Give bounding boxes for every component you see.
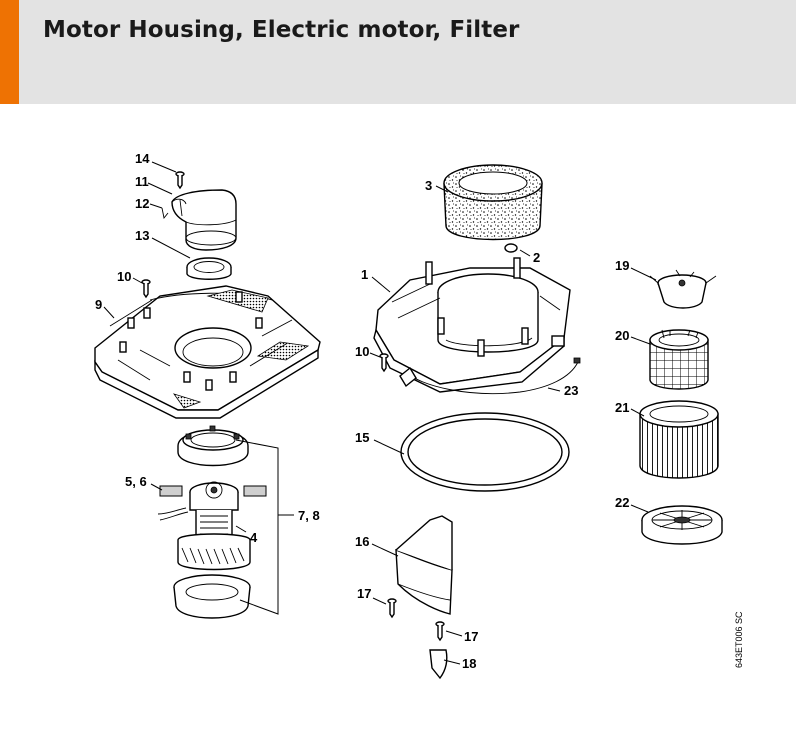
- callout-15: 15: [355, 430, 369, 445]
- part-10-screw-left: [141, 279, 151, 299]
- part-15-gasket: [400, 412, 570, 492]
- callout-4: 4: [250, 530, 258, 545]
- callout-19: 19: [615, 258, 629, 273]
- callout-7-8: 7, 8: [298, 508, 320, 523]
- drawing-code: 643ET006 SC: [734, 611, 744, 668]
- part-17-screw-right: [435, 621, 445, 642]
- callout-10-left: 10: [117, 269, 131, 284]
- callout-1: 1: [361, 267, 368, 282]
- callout-5-6: 5, 6: [125, 474, 147, 489]
- part-7-upper-cap: [177, 425, 249, 467]
- part-1-housing: [373, 257, 571, 393]
- leader-lines: [103, 161, 657, 665]
- callout-22: 22: [615, 495, 629, 510]
- part-20-filter-basket: [649, 329, 709, 390]
- callout-3: 3: [425, 178, 432, 193]
- page-title: Motor Housing, Electric motor, Filter: [43, 17, 520, 43]
- part-4-electric-motor: [157, 481, 267, 571]
- part-9-motor-housing: [94, 285, 321, 419]
- part-14-screw: [175, 171, 185, 190]
- part-18-clamp: [429, 649, 448, 680]
- part-3-foam-filter: [443, 164, 543, 241]
- callout-18: 18: [462, 656, 476, 671]
- part-19-float-valve: [649, 269, 717, 309]
- callout-16: 16: [355, 534, 369, 549]
- part-17-screw-left: [387, 598, 397, 619]
- header-bar: Motor Housing, Electric motor, Filter: [0, 0, 796, 104]
- accent-stripe: [0, 0, 19, 104]
- callout-23: 23: [564, 383, 578, 398]
- callout-21: 21: [615, 400, 629, 415]
- callout-17-left: 17: [357, 586, 371, 601]
- callout-10-middle: 10: [355, 344, 369, 359]
- callout-14: 14: [135, 151, 150, 166]
- callout-11: 11: [135, 174, 149, 189]
- part-2-float: [504, 243, 518, 253]
- part-13-ring: [186, 257, 232, 280]
- callout-12: 12: [135, 196, 149, 211]
- part-16-deflector: [395, 515, 453, 615]
- callout-17-right: 17: [464, 629, 478, 644]
- callout-13: 13: [135, 228, 149, 243]
- callout-2: 2: [533, 250, 540, 265]
- part-10-screw-middle: [379, 353, 389, 373]
- part-11-connector: [171, 189, 237, 251]
- part-23-cable: [399, 357, 581, 395]
- part-22-filter-cover: [641, 505, 723, 545]
- part-21-cartridge-filter: [639, 400, 719, 479]
- callout-20: 20: [615, 328, 629, 343]
- part-8-lower-cap: [173, 574, 251, 619]
- callout-9: 9: [95, 297, 102, 312]
- part-12-clip: [161, 207, 169, 220]
